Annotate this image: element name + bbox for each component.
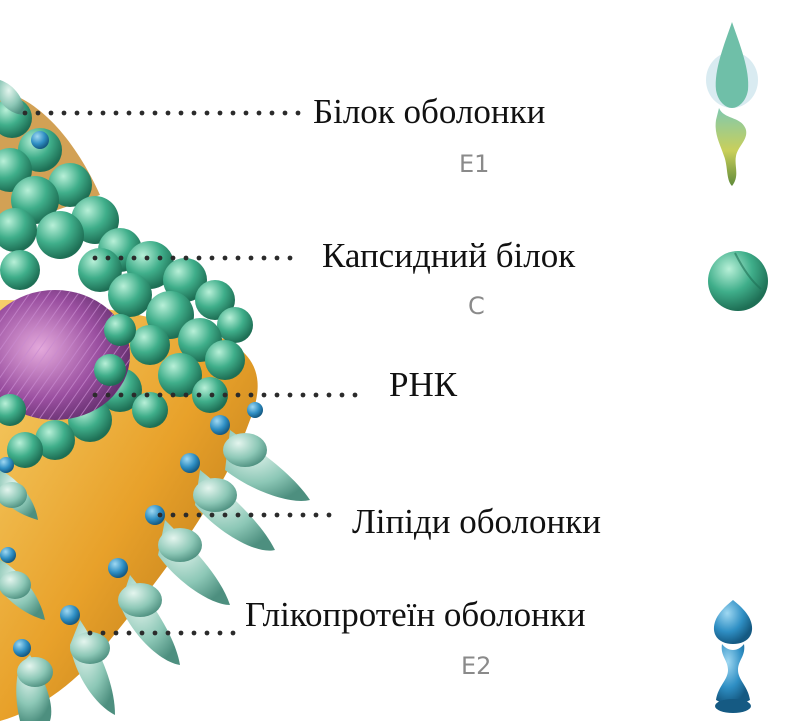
leader-dot xyxy=(262,393,267,398)
leader-dot xyxy=(114,111,119,116)
leader-dot xyxy=(249,256,254,261)
leader-dot xyxy=(231,631,236,636)
capsid-protein-c-icon xyxy=(705,245,770,315)
leader-dot xyxy=(218,111,223,116)
leader-dot xyxy=(171,256,176,261)
leader-dot xyxy=(158,513,163,518)
code-e2: E2 xyxy=(461,652,491,680)
code-e1: E1 xyxy=(459,150,489,178)
leader-dot xyxy=(119,256,124,261)
leader-dot xyxy=(106,393,111,398)
leader-dot xyxy=(218,631,223,636)
leader-dot xyxy=(205,631,210,636)
leader-dot xyxy=(88,631,93,636)
leader-dot xyxy=(275,513,280,518)
leader-dot xyxy=(353,393,358,398)
leader-dot xyxy=(236,393,241,398)
leader-dot xyxy=(171,513,176,518)
leader-dot xyxy=(210,513,215,518)
leader-dot xyxy=(314,393,319,398)
leader-dot xyxy=(301,393,306,398)
label-rna: РНК xyxy=(389,365,457,405)
leader-dot xyxy=(270,111,275,116)
label-envelope-protein: Білок оболонки xyxy=(313,92,545,132)
leader-dot xyxy=(106,256,111,261)
label-capsid-protein: Капсидний білок xyxy=(322,236,575,276)
leader-dot xyxy=(145,256,150,261)
leader-dot xyxy=(75,111,80,116)
leader-dot xyxy=(62,111,67,116)
leader-dot xyxy=(166,111,171,116)
leader-dot xyxy=(257,111,262,116)
envelope-protein-e1-icon xyxy=(702,20,762,190)
leader-dot xyxy=(288,256,293,261)
leader-dot xyxy=(145,393,150,398)
leader-dot xyxy=(114,631,119,636)
leader-dot xyxy=(140,111,145,116)
leader-dot xyxy=(101,111,106,116)
leader-dot xyxy=(231,111,236,116)
leader-dot xyxy=(205,111,210,116)
leader-dot xyxy=(327,513,332,518)
leader-dot xyxy=(210,393,215,398)
leader-dot xyxy=(275,393,280,398)
leader-dot xyxy=(127,111,132,116)
leader-dot xyxy=(179,111,184,116)
leader-dot xyxy=(314,513,319,518)
leader-dot xyxy=(127,631,132,636)
leader-dot xyxy=(119,393,124,398)
leader-dot xyxy=(184,256,189,261)
label-envelope-glycoprotein: Глікопротеїн оболонки xyxy=(245,595,586,635)
envelope-glycoprotein-e2-icon xyxy=(708,600,758,715)
leader-dot xyxy=(101,631,106,636)
leader-dot xyxy=(36,111,41,116)
leader-dot xyxy=(171,393,176,398)
leader-dot xyxy=(166,631,171,636)
leader-dot xyxy=(288,393,293,398)
leader-dot xyxy=(236,256,241,261)
leader-dot xyxy=(23,111,28,116)
leader-dot xyxy=(210,256,215,261)
leader-dot xyxy=(88,111,93,116)
leader-dot xyxy=(296,111,301,116)
leader-dot xyxy=(192,111,197,116)
leader-dot xyxy=(223,513,228,518)
leader-dot xyxy=(132,256,137,261)
leader-dot xyxy=(197,513,202,518)
leader-dot xyxy=(184,393,189,398)
leader-dot xyxy=(249,393,254,398)
leader-dot xyxy=(288,513,293,518)
leader-dot xyxy=(197,256,202,261)
code-c: C xyxy=(468,292,485,320)
leader-dot xyxy=(301,513,306,518)
leader-dot xyxy=(275,256,280,261)
leader-dot xyxy=(340,393,345,398)
leader-dot xyxy=(327,393,332,398)
label-envelope-lipids: Ліпіди оболонки xyxy=(352,502,601,542)
leader-dot xyxy=(158,393,163,398)
leader-dot xyxy=(140,631,145,636)
leader-dot xyxy=(153,631,158,636)
leader-dot xyxy=(153,111,158,116)
leader-dot xyxy=(262,513,267,518)
leader-dot xyxy=(249,513,254,518)
leader-dot xyxy=(223,393,228,398)
leader-dot xyxy=(49,111,54,116)
leader-dot xyxy=(283,111,288,116)
leader-dot xyxy=(262,256,267,261)
leader-dot xyxy=(179,631,184,636)
leader-dot xyxy=(192,631,197,636)
leader-dot xyxy=(244,111,249,116)
leader-dot xyxy=(197,393,202,398)
leader-dot xyxy=(93,256,98,261)
leader-dot xyxy=(223,256,228,261)
leader-dot xyxy=(236,513,241,518)
leader-dot xyxy=(158,256,163,261)
leader-dot xyxy=(93,393,98,398)
leader-dot xyxy=(184,513,189,518)
leader-dot xyxy=(132,393,137,398)
